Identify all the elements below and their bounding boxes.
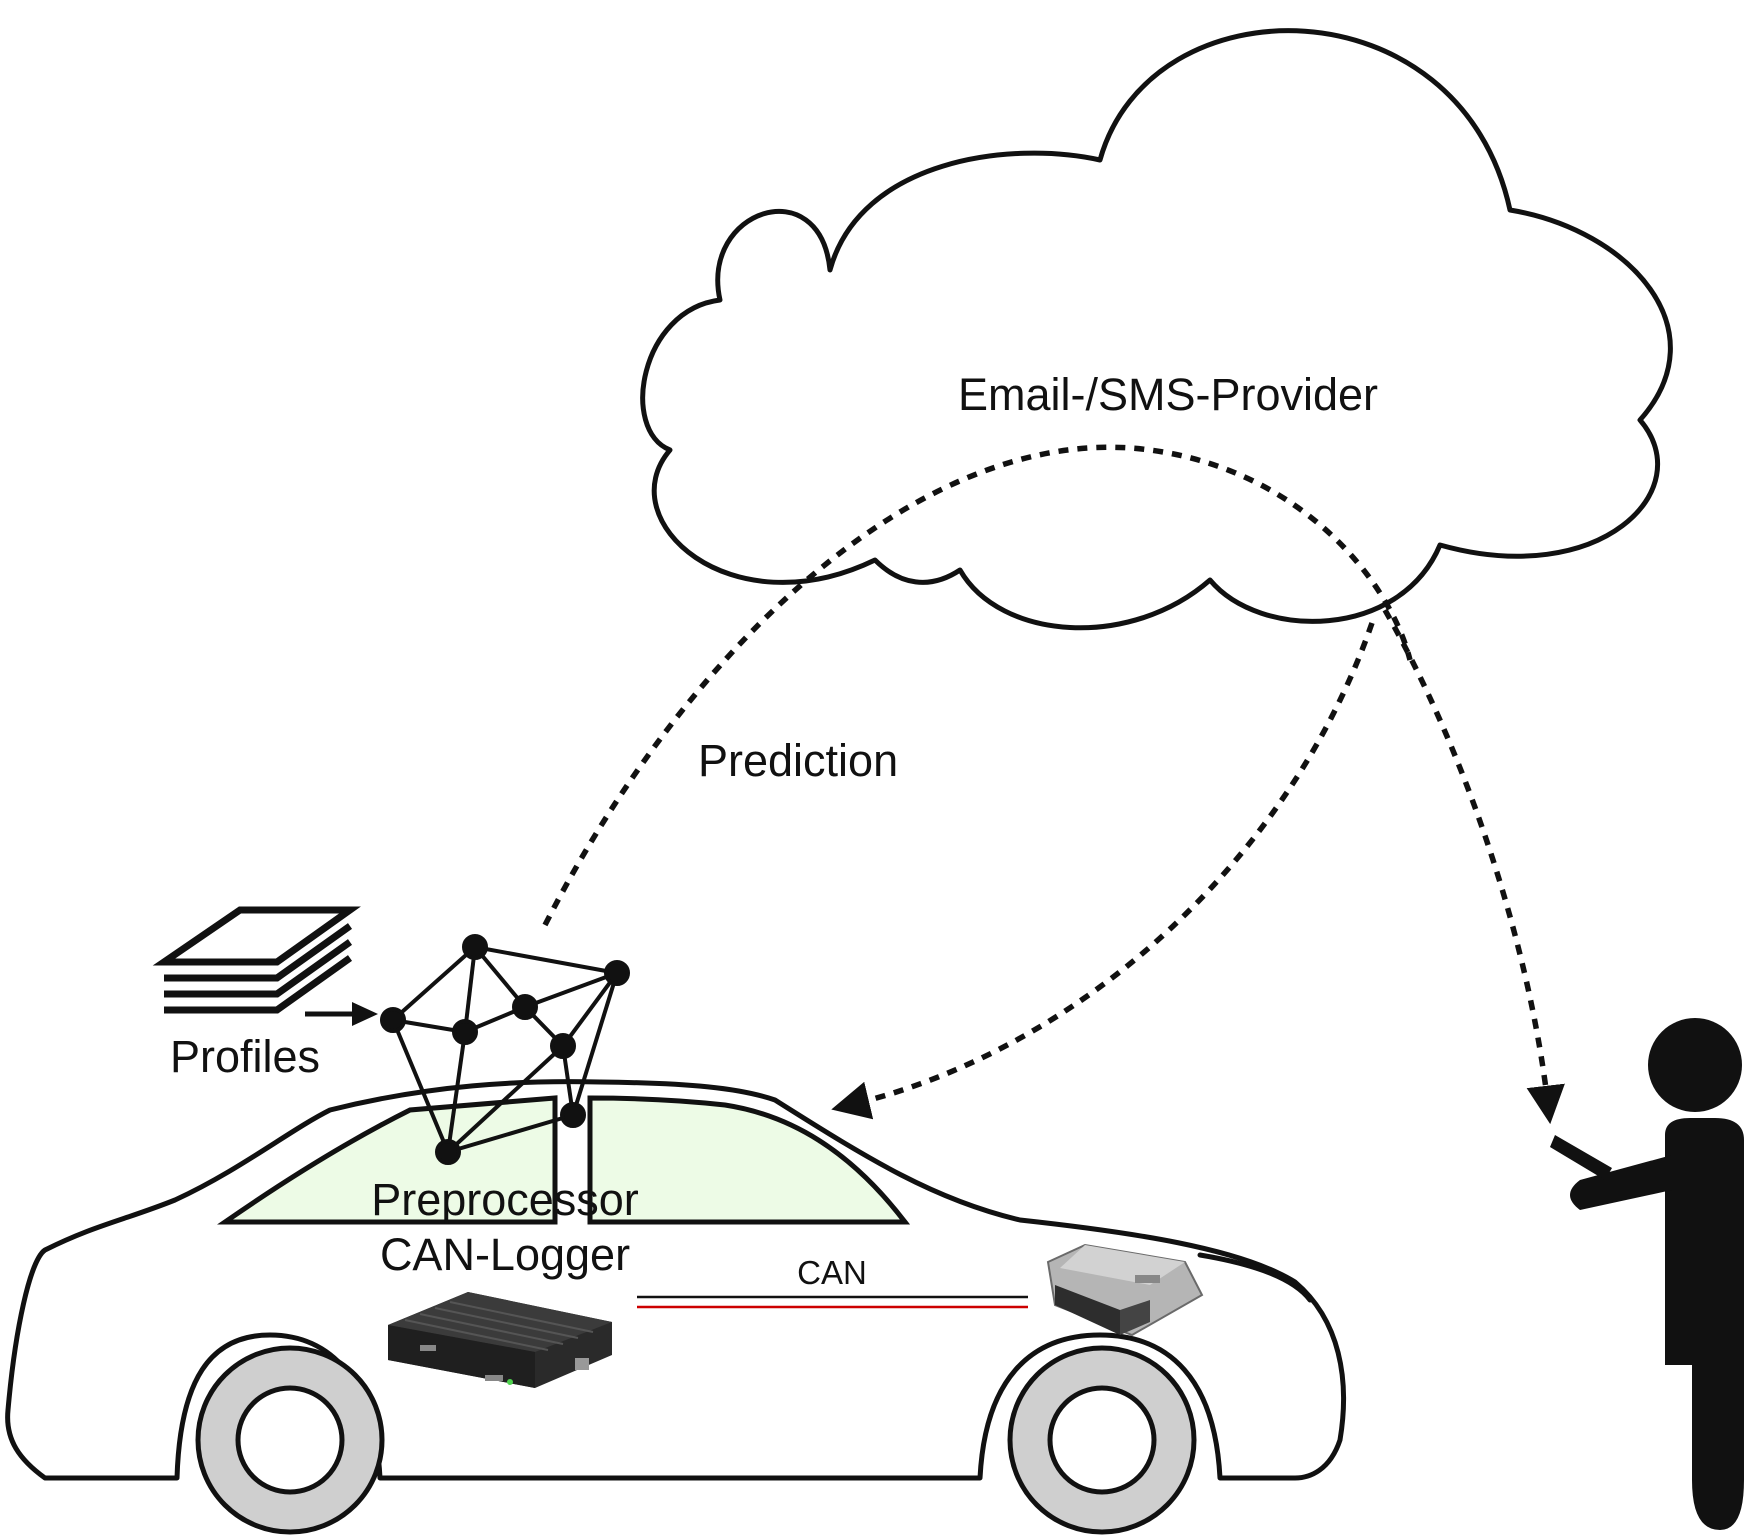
can-bus <box>637 1295 1028 1309</box>
can-logger-label: CAN-Logger <box>380 1229 630 1280</box>
cloud-icon <box>640 28 1673 631</box>
car-icon <box>5 1079 1347 1535</box>
car-rear-window <box>587 1095 911 1225</box>
profiles-arrow <box>305 1002 378 1026</box>
front-wheel <box>195 1345 385 1535</box>
can-bus-label: CAN <box>797 1254 867 1291</box>
profiles-label: Profiles <box>170 1031 320 1082</box>
arc-to-person <box>1382 608 1565 1125</box>
ecu-icon <box>1046 1243 1204 1337</box>
car-rear-trim-line <box>1197 1252 1313 1303</box>
profiles-stack-icon <box>152 906 361 1014</box>
prediction-label: Prediction <box>698 735 898 786</box>
communication-arcs <box>542 444 1565 1125</box>
arc-to-car <box>831 622 1375 1120</box>
preprocessor-label: Preprocessor <box>371 1174 639 1225</box>
person-with-phone-icon <box>1550 1018 1744 1530</box>
prediction-arc <box>542 444 1413 927</box>
cloud-label: Email-/SMS-Provider <box>958 369 1378 420</box>
rear-wheel <box>1007 1345 1197 1535</box>
can-logger-device-icon <box>388 1292 612 1388</box>
neural-network-icon <box>380 934 630 1165</box>
